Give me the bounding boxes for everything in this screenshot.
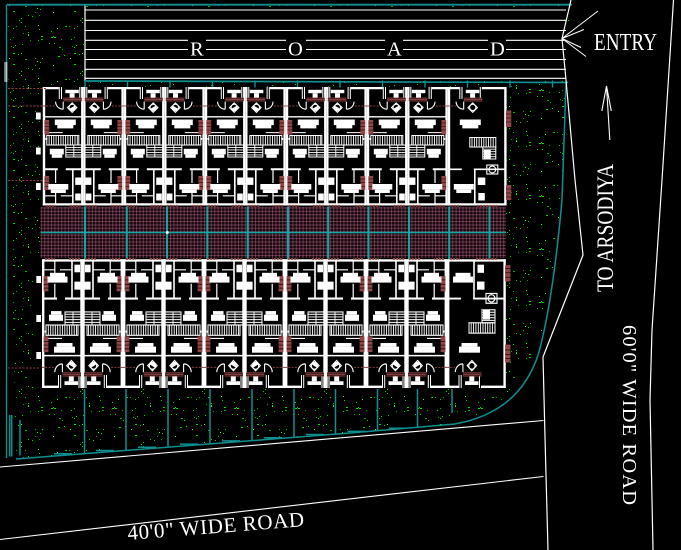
- svg-text:O: O: [288, 39, 303, 61]
- svg-text:R: R: [190, 39, 204, 61]
- svg-text:60'0" WIDE ROAD: 60'0" WIDE ROAD: [618, 325, 640, 505]
- svg-text:D: D: [490, 39, 505, 61]
- svg-text:ENTRY: ENTRY: [594, 30, 657, 56]
- svg-text:A: A: [387, 39, 402, 61]
- svg-text:TO ARSODIYA: TO ARSODIYA: [593, 164, 618, 292]
